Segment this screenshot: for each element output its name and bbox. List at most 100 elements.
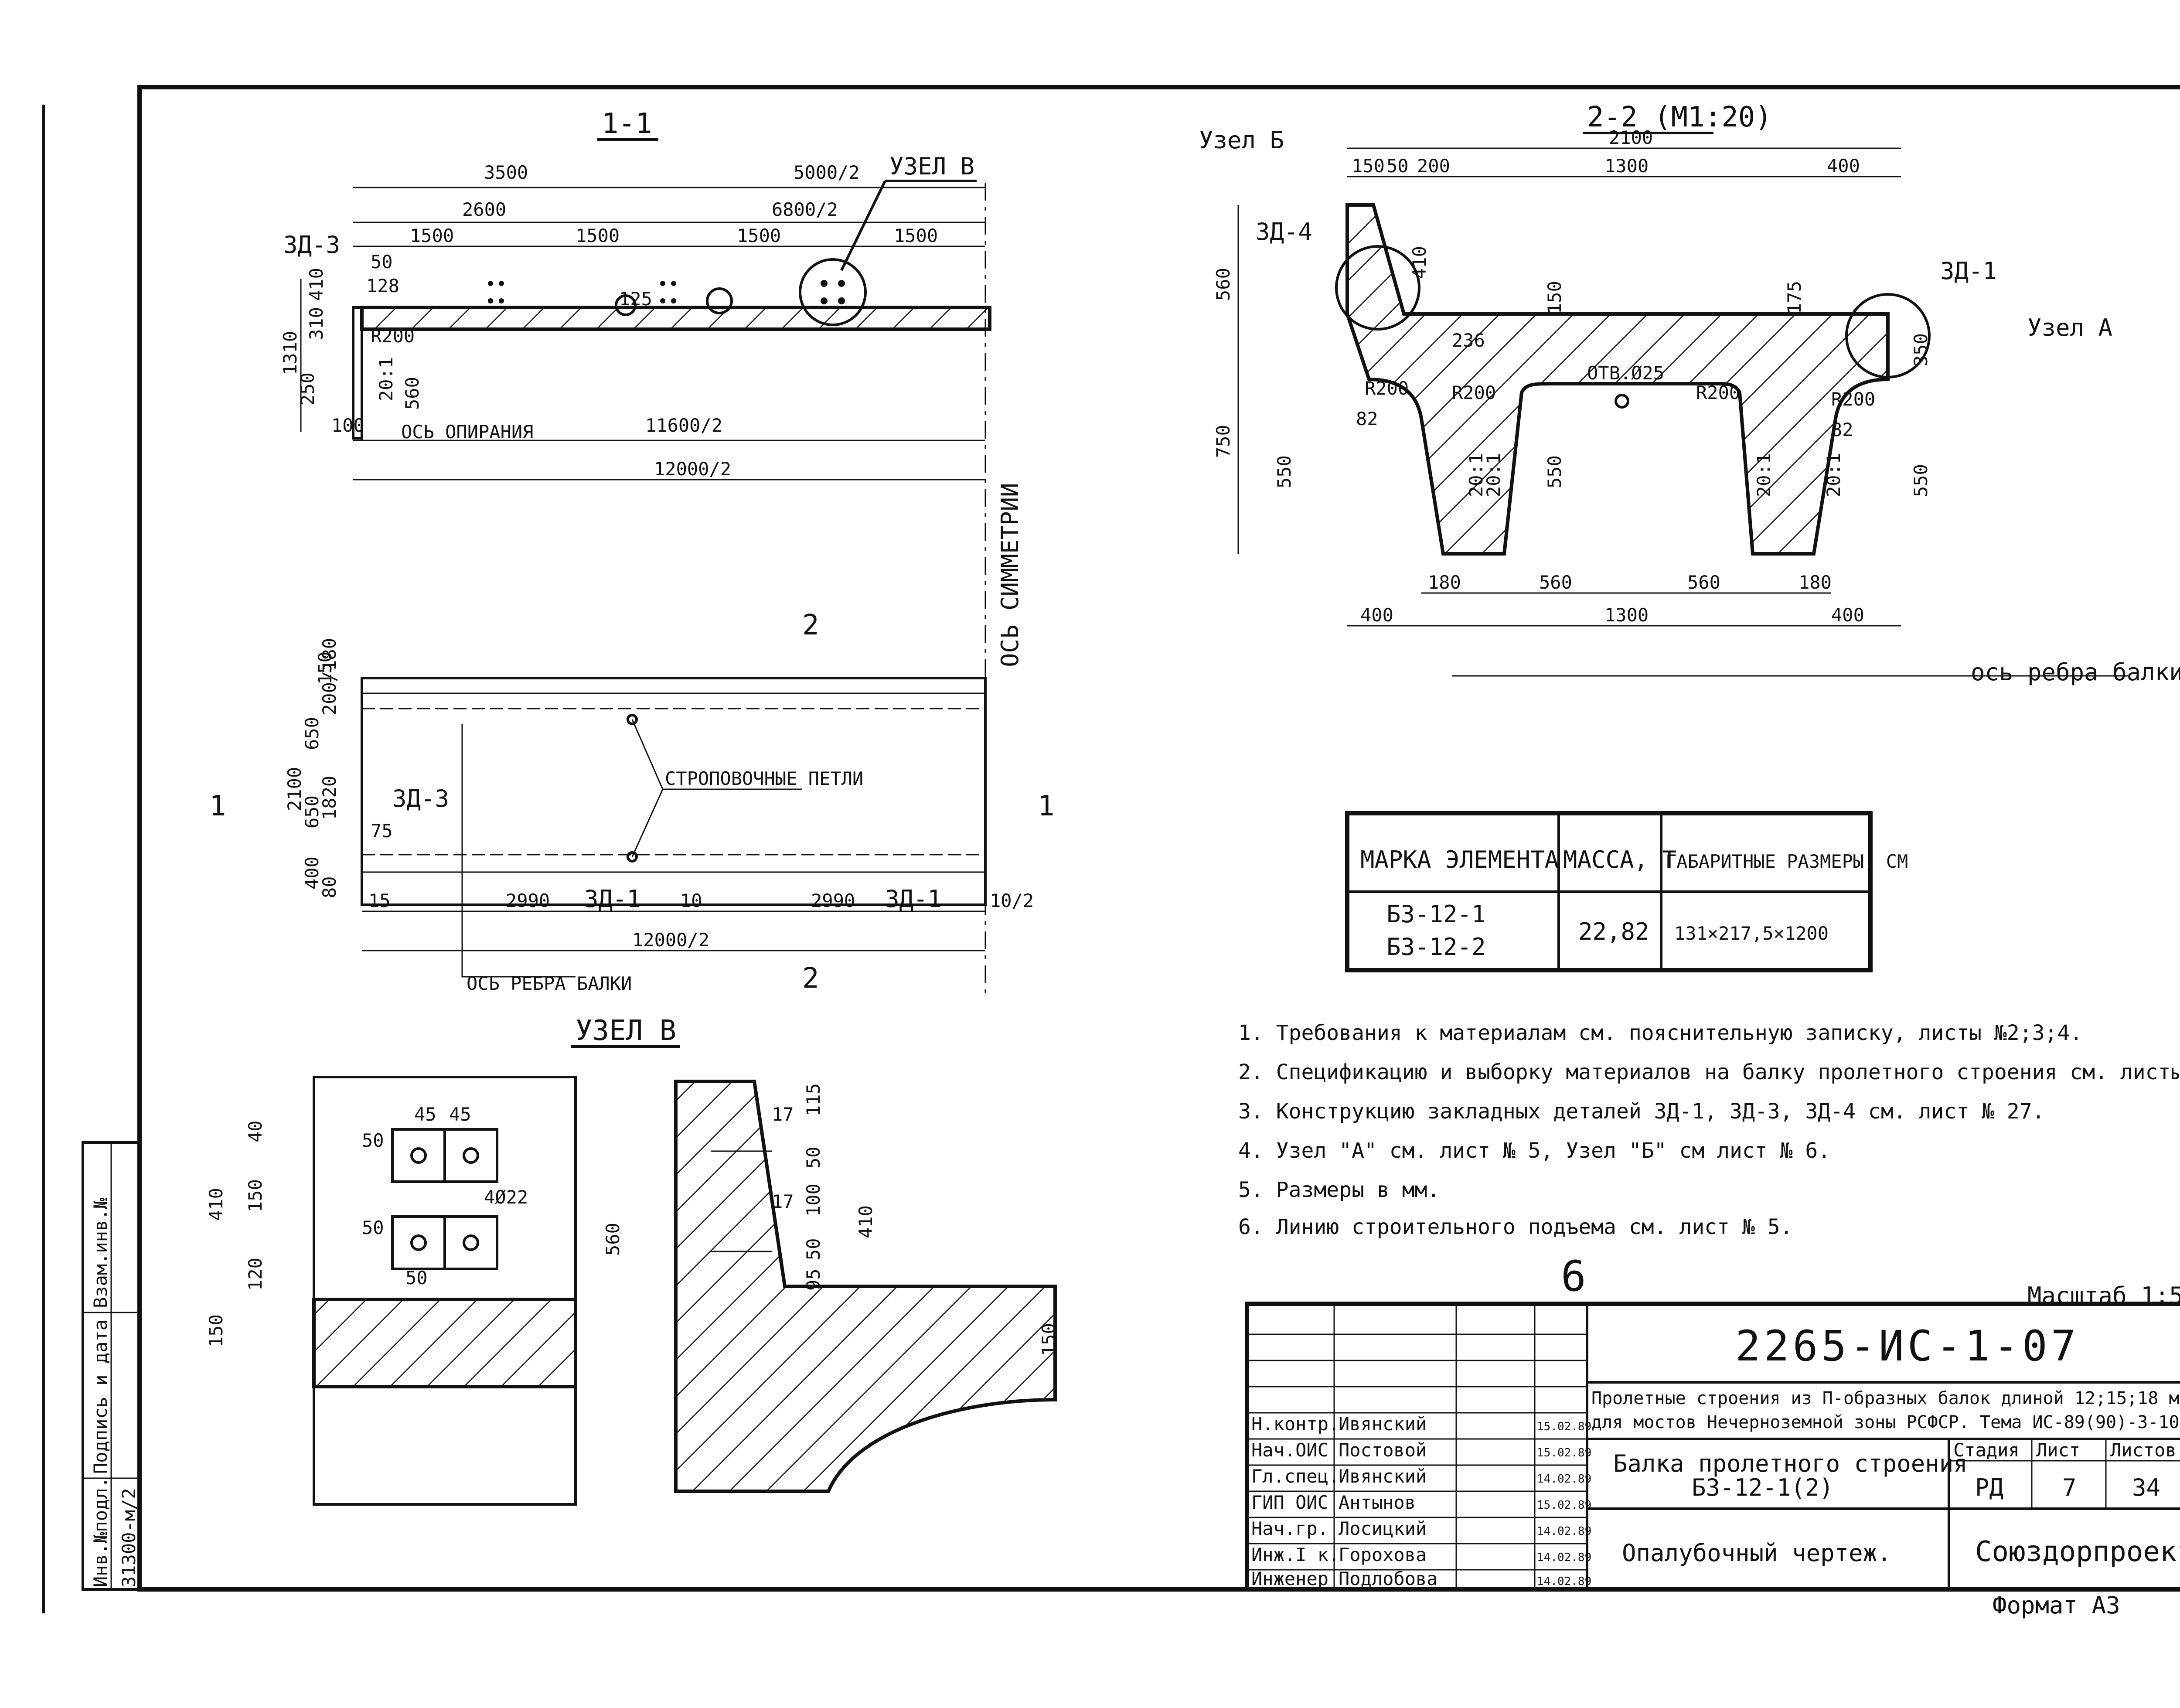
- svg-text:95: 95: [803, 1268, 824, 1291]
- svg-text:R200: R200: [1831, 389, 1875, 410]
- svg-text:Листов: Листов: [2110, 1439, 2177, 1461]
- svg-text:1: 1: [209, 790, 226, 822]
- svg-text:1820: 1820: [319, 776, 340, 820]
- svg-text:50: 50: [362, 1130, 384, 1151]
- svg-text:400: 400: [301, 856, 323, 890]
- element-table: МАРКА ЭЛЕМЕНТА МАССА, Т ГАБАРИТНЫЕ РАЗМЕ…: [1345, 811, 1908, 972]
- svg-text:БЗ-12-1: БЗ-12-1: [1386, 900, 1486, 928]
- svg-text:15.02.89: 15.02.89: [1537, 1446, 1591, 1459]
- svg-text:1500: 1500: [410, 225, 454, 246]
- svg-text:1500: 1500: [576, 225, 620, 246]
- svg-text:410: 410: [306, 268, 327, 301]
- svg-text:2: 2: [802, 962, 819, 995]
- svg-text:ОТВ.Ø25: ОТВ.Ø25: [1587, 362, 1664, 384]
- side-stamp: Взам.инв.№ Подпись и дата Инв.№подл. 313…: [82, 1141, 141, 1591]
- svg-text:560: 560: [602, 1223, 623, 1256]
- svg-text:15.02.89: 15.02.89: [1537, 1420, 1591, 1433]
- svg-text:410: 410: [855, 1205, 876, 1238]
- role-1: Нач.ОИС: [1251, 1439, 1328, 1461]
- stamp-mark: 6: [1561, 1252, 1590, 1301]
- svg-text:5. Размеры в мм.: 5. Размеры в мм.: [1238, 1178, 1440, 1202]
- uzel-v-title: УЗЕЛ В: [576, 1015, 676, 1047]
- svg-text:350: 350: [1910, 333, 1931, 366]
- name-3: Антынов: [1339, 1492, 1416, 1513]
- notes: 1. Требования к материалам см. пояснител…: [1238, 1021, 2180, 1239]
- svg-text:150: 150: [1038, 1323, 1059, 1356]
- sheet-title-1: Балка пролетного строения: [1613, 1450, 1968, 1477]
- svg-text:131×217,5×1200: 131×217,5×1200: [1674, 923, 1829, 944]
- sheets-value: 34: [2132, 1474, 2160, 1501]
- svg-text:410: 410: [1409, 246, 1430, 279]
- svg-text:560: 560: [1539, 572, 1572, 593]
- sheet-title-2: БЗ-12-1(2): [1692, 1474, 1833, 1501]
- svg-text:45: 45: [449, 1104, 471, 1125]
- svg-text:R200: R200: [1452, 382, 1496, 403]
- svg-text:80: 80: [319, 876, 340, 898]
- name-4: Лосицкий: [1339, 1518, 1427, 1539]
- doc-code: 2265-ИС-1-07: [1735, 1322, 2080, 1370]
- section-2-2: 2-2 (М1:20) Узел Б Узел А ЗД-4 ЗД-1 2100…: [1199, 101, 2180, 686]
- svg-text:2. Спецификацию и выборку мате: 2. Спецификацию и выборку материалов на …: [1238, 1060, 2180, 1084]
- svg-text:15: 15: [368, 890, 391, 911]
- uzel-a-2-2: Узел А: [2027, 314, 2112, 341]
- svg-text:150: 150: [314, 651, 336, 685]
- svg-text:14.02.89: 14.02.89: [1537, 1473, 1591, 1486]
- pi-beam-section: [1345, 203, 1890, 556]
- svg-text:12000/2: 12000/2: [632, 929, 709, 951]
- svg-text:14.02.89: 14.02.89: [1537, 1551, 1591, 1564]
- svg-text:R200: R200: [371, 325, 415, 347]
- svg-text:400: 400: [1831, 604, 1864, 626]
- svg-text:550: 550: [1274, 455, 1295, 488]
- name-1: Постовой: [1339, 1439, 1427, 1461]
- svg-text:82: 82: [1831, 419, 1853, 440]
- zd3-plan-label: ЗД-3: [392, 785, 449, 812]
- svg-text:10: 10: [680, 890, 702, 911]
- svg-text:R200: R200: [1365, 378, 1409, 399]
- svg-text:250: 250: [297, 372, 318, 406]
- svg-text:150: 150: [205, 1314, 227, 1347]
- svg-text:128: 128: [366, 275, 399, 297]
- svg-text:20:1: 20:1: [375, 357, 397, 401]
- svg-text:2: 2: [802, 609, 819, 641]
- svg-text:180: 180: [1428, 572, 1461, 593]
- svg-text:5000/2: 5000/2: [794, 162, 860, 183]
- role-2: Гл.спец.: [1251, 1466, 1339, 1487]
- svg-text:Стадия: Стадия: [1953, 1439, 2020, 1461]
- svg-text:40: 40: [245, 1120, 266, 1142]
- lifting-loops-label: СТРОПОВОЧНЫЕ ПЕТЛИ: [665, 768, 863, 789]
- svg-text:20:1: 20:1: [1483, 453, 1504, 497]
- svg-text:3500: 3500: [484, 162, 528, 183]
- plan-view: СТРОПОВОЧНЫЕ ПЕТЛИ 150 2100 650 650 1820…: [209, 609, 1055, 995]
- name-6: Подлобова: [1339, 1568, 1438, 1589]
- svg-text:Инв.№подл.: Инв.№подл.: [90, 1477, 111, 1587]
- uzel-b-label: УЗЕЛ В: [889, 153, 974, 180]
- org-name: Союздорпроект: [1975, 1536, 2180, 1568]
- svg-text:БЗ-12-2: БЗ-12-2: [1386, 933, 1486, 961]
- svg-text:2600: 2600: [462, 199, 506, 220]
- beam-rib-axis-label: ОСЬ РЕБРА БАЛКИ: [467, 973, 632, 994]
- svg-text:75: 75: [371, 820, 393, 842]
- svg-text:236: 236: [1452, 330, 1485, 351]
- svg-text:20:1: 20:1: [1753, 453, 1775, 497]
- svg-text:400: 400: [1827, 155, 1860, 177]
- svg-text:11600/2: 11600/2: [645, 415, 722, 436]
- svg-text:650: 650: [301, 795, 323, 828]
- svg-text:17: 17: [772, 1104, 794, 1125]
- svg-text:150: 150: [1544, 281, 1565, 314]
- svg-text:120: 120: [245, 1258, 266, 1291]
- side-stamp-code: 31300-м/2: [118, 1488, 140, 1587]
- stage-value: РД: [1975, 1474, 2003, 1501]
- role-3: ГИП ОИС: [1251, 1492, 1328, 1513]
- beam-flange: [360, 306, 991, 331]
- zd3-label: ЗД-3: [283, 231, 340, 259]
- support-axis-label: ОСЬ ОПИРАНИЯ: [401, 421, 533, 443]
- svg-text:R200: R200: [1696, 382, 1740, 403]
- svg-text:45: 45: [414, 1104, 436, 1125]
- role-4: Нач.гр.: [1251, 1518, 1328, 1539]
- svg-text:12000/2: 12000/2: [654, 458, 731, 480]
- svg-text:560: 560: [1213, 268, 1234, 301]
- role-6: Инженер: [1251, 1568, 1328, 1589]
- svg-text:650: 650: [301, 717, 323, 750]
- svg-text:150: 150: [1352, 155, 1385, 177]
- zd1-plan-label-2: ЗД-1: [885, 885, 942, 913]
